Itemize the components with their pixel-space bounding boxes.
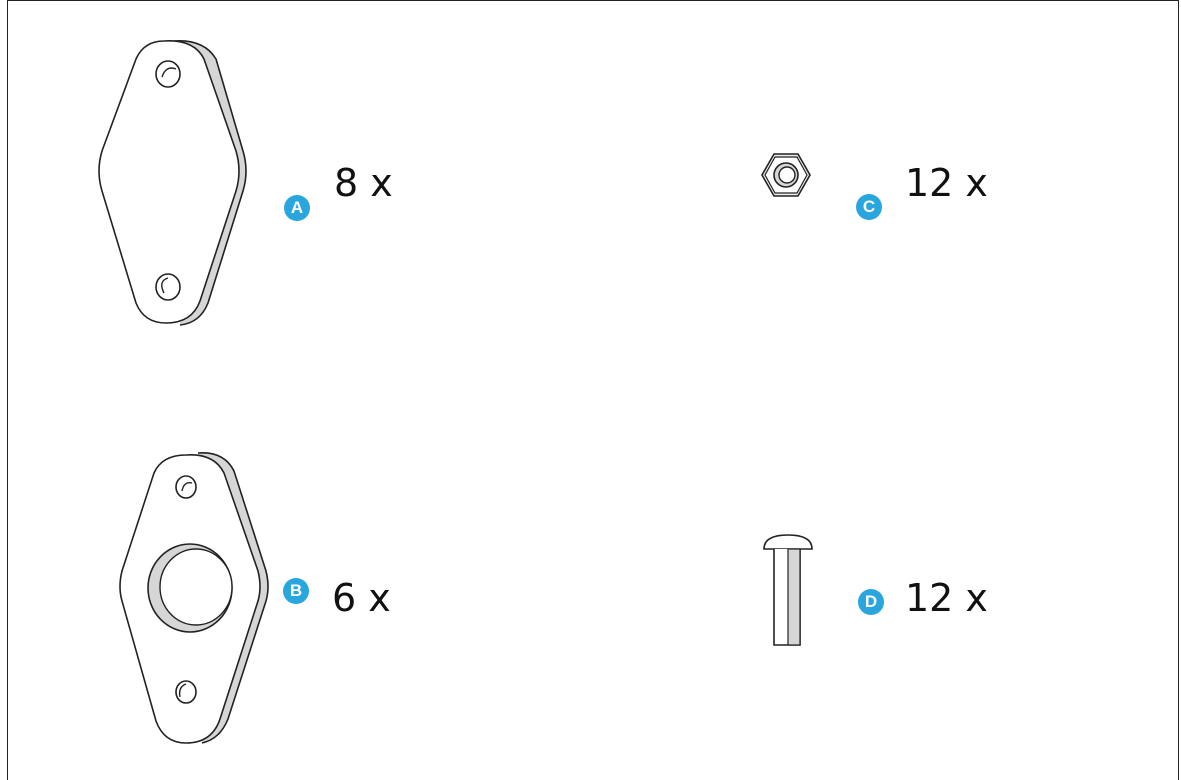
- part-quantity-c: 12 x: [905, 161, 988, 205]
- part-quantity-a: 8 x: [334, 161, 393, 205]
- part-quantity-d: 12 x: [905, 576, 988, 620]
- flange-plate-icon: [119, 452, 269, 744]
- part-badge-d: D: [858, 589, 884, 615]
- round-head-bolt-icon: [763, 534, 813, 646]
- part-quantity-b: 6 x: [332, 576, 391, 620]
- part-badge-b: B: [283, 578, 309, 604]
- part-badge-a: A: [284, 195, 310, 221]
- part-badge-c: C: [856, 194, 882, 220]
- diagram-frame: A 8 x B 6 x C 12 x D 12 x: [7, 0, 1179, 780]
- hex-nut-icon: [761, 153, 811, 197]
- diamond-plate-icon: [98, 40, 247, 326]
